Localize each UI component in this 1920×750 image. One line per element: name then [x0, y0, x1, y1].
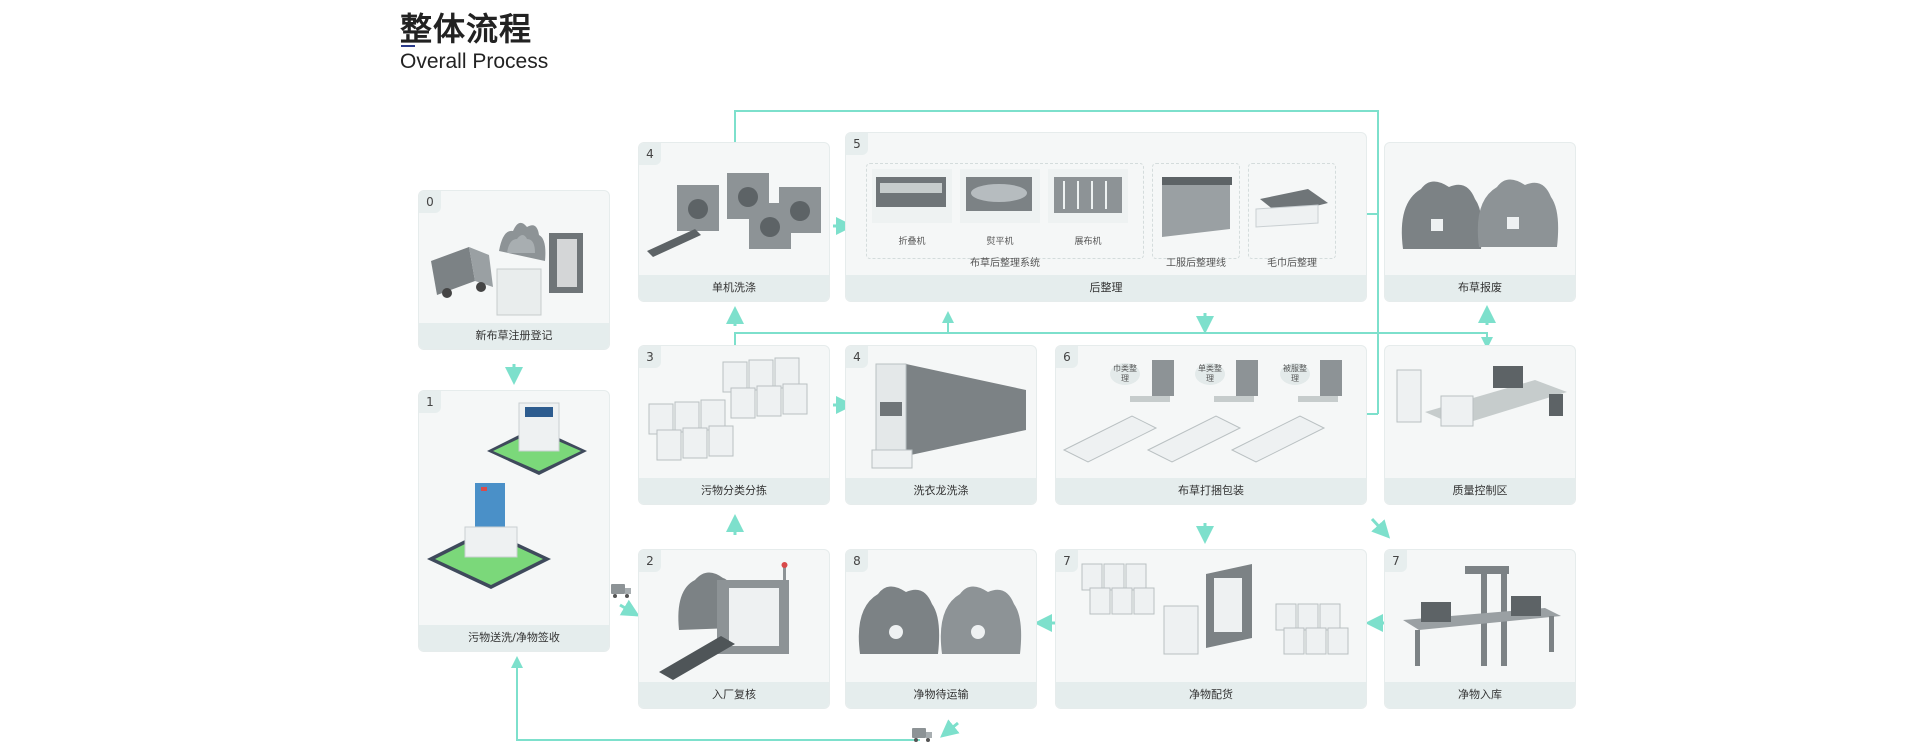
step-new-linen: 0 新布草注册登记 — [418, 190, 610, 350]
arrow-pack-warehouse — [1370, 517, 1391, 539]
sheet-bubble: 单类整理 — [1195, 363, 1225, 385]
step-warehouse: 7 净物入库 — [1384, 549, 1576, 709]
step-label: 质量控制区 — [1385, 478, 1575, 504]
truck-icon-left — [611, 584, 631, 598]
arrow-1-2 — [619, 599, 640, 617]
step-delivery: 1 污物送洗/净物签收 — [418, 390, 610, 652]
step-number: 7 — [1056, 550, 1078, 572]
title-underline — [401, 45, 415, 47]
step-label: 污物分类分拣 — [639, 478, 829, 504]
step-label: 后整理 — [846, 275, 1366, 301]
page-title: 整体流程 — [400, 10, 533, 48]
towel-panel — [1248, 163, 1336, 259]
step-label: 洗衣龙洗涤 — [846, 478, 1036, 504]
step-number: 5 — [846, 133, 868, 155]
step-number: 1 — [419, 391, 441, 413]
step-label: 新布草注册登记 — [419, 323, 609, 349]
loop-top — [734, 110, 1379, 414]
feeder-label: 展布机 — [1074, 237, 1102, 247]
step-waiting: 8 净物待运输 — [845, 549, 1037, 709]
step-label: 净物待运输 — [846, 682, 1036, 708]
finishing-machines-illustration — [872, 169, 1328, 237]
step-distribution: 7 净物配货 — [1055, 549, 1367, 709]
step-inbound-check: 2 入厂复核 — [638, 549, 830, 709]
packing-tables-illustration — [1062, 360, 1342, 463]
step-number: 0 — [419, 191, 441, 213]
step-label: 净物配货 — [1056, 682, 1366, 708]
step-label: 布草打捆包装 — [1056, 478, 1366, 504]
step-number: 2 — [639, 550, 661, 572]
step-qc: 质量控制区 — [1384, 345, 1576, 505]
towel-bubble: 巾类整理 — [1110, 363, 1140, 385]
step-tunnel-wash: 4 洗衣龙洗涤 — [845, 345, 1037, 505]
tunnel-washer-illustration — [871, 363, 1026, 469]
clean-bags-illustration — [858, 586, 1022, 654]
step-label: 净物入库 — [1385, 682, 1575, 708]
uniform-line-label: 工服后整理线 — [1166, 258, 1226, 269]
distribution-illustration — [1081, 563, 1349, 655]
truck-illustration — [431, 222, 583, 316]
bedding-bubble: 被服整理 — [1280, 363, 1310, 385]
ironer-label: 熨平机 — [986, 237, 1014, 247]
washer-illustration — [647, 173, 821, 257]
step-label: 污物送洗/净物签收 — [419, 625, 609, 651]
step-number: 4 — [639, 143, 661, 165]
step-number: 8 — [846, 550, 868, 572]
shelf-illustration — [1403, 566, 1561, 666]
truck-icon-bottom — [912, 728, 932, 742]
loop-middle — [734, 332, 1493, 349]
step-number: 3 — [639, 346, 661, 368]
step-sorting: 3 污物分类分拣 — [638, 345, 830, 505]
step-number: 6 — [1056, 346, 1078, 368]
step-packing: 6 巾类整理 单类整理 被服整理 布草打捆包装 — [1055, 345, 1367, 505]
arrow-wait-out — [940, 719, 960, 738]
linen-system-label: 布草后整理系统 — [970, 258, 1040, 269]
step-number: 7 — [1385, 550, 1407, 572]
step-scrap: 布草报废 — [1384, 142, 1576, 302]
linen-bags-illustration — [1401, 179, 1559, 249]
scanner-illustration — [659, 562, 789, 680]
step-label: 布草报废 — [1385, 275, 1575, 301]
carts-illustration — [648, 357, 808, 461]
step-label: 入厂复核 — [639, 682, 829, 708]
step-label: 单机洗涤 — [639, 275, 829, 301]
towel-label: 毛巾后整理 — [1267, 258, 1317, 269]
loop-bottom — [511, 656, 920, 741]
folder-label: 折叠机 — [898, 237, 926, 247]
uniform-line-panel — [1152, 163, 1240, 259]
step-number: 4 — [846, 346, 868, 368]
page-subtitle: Overall Process — [400, 50, 549, 73]
step-single-wash: 4 单机洗涤 — [638, 142, 830, 302]
hospital-illustration — [427, 402, 587, 589]
step-finishing: 5 折叠机 熨平机 展布机 布草后整理系统 工服后整理线 毛巾后整理 后整理 — [845, 132, 1367, 302]
qc-desk-illustration — [1396, 366, 1567, 427]
linen-finishing-panel — [866, 163, 1144, 259]
